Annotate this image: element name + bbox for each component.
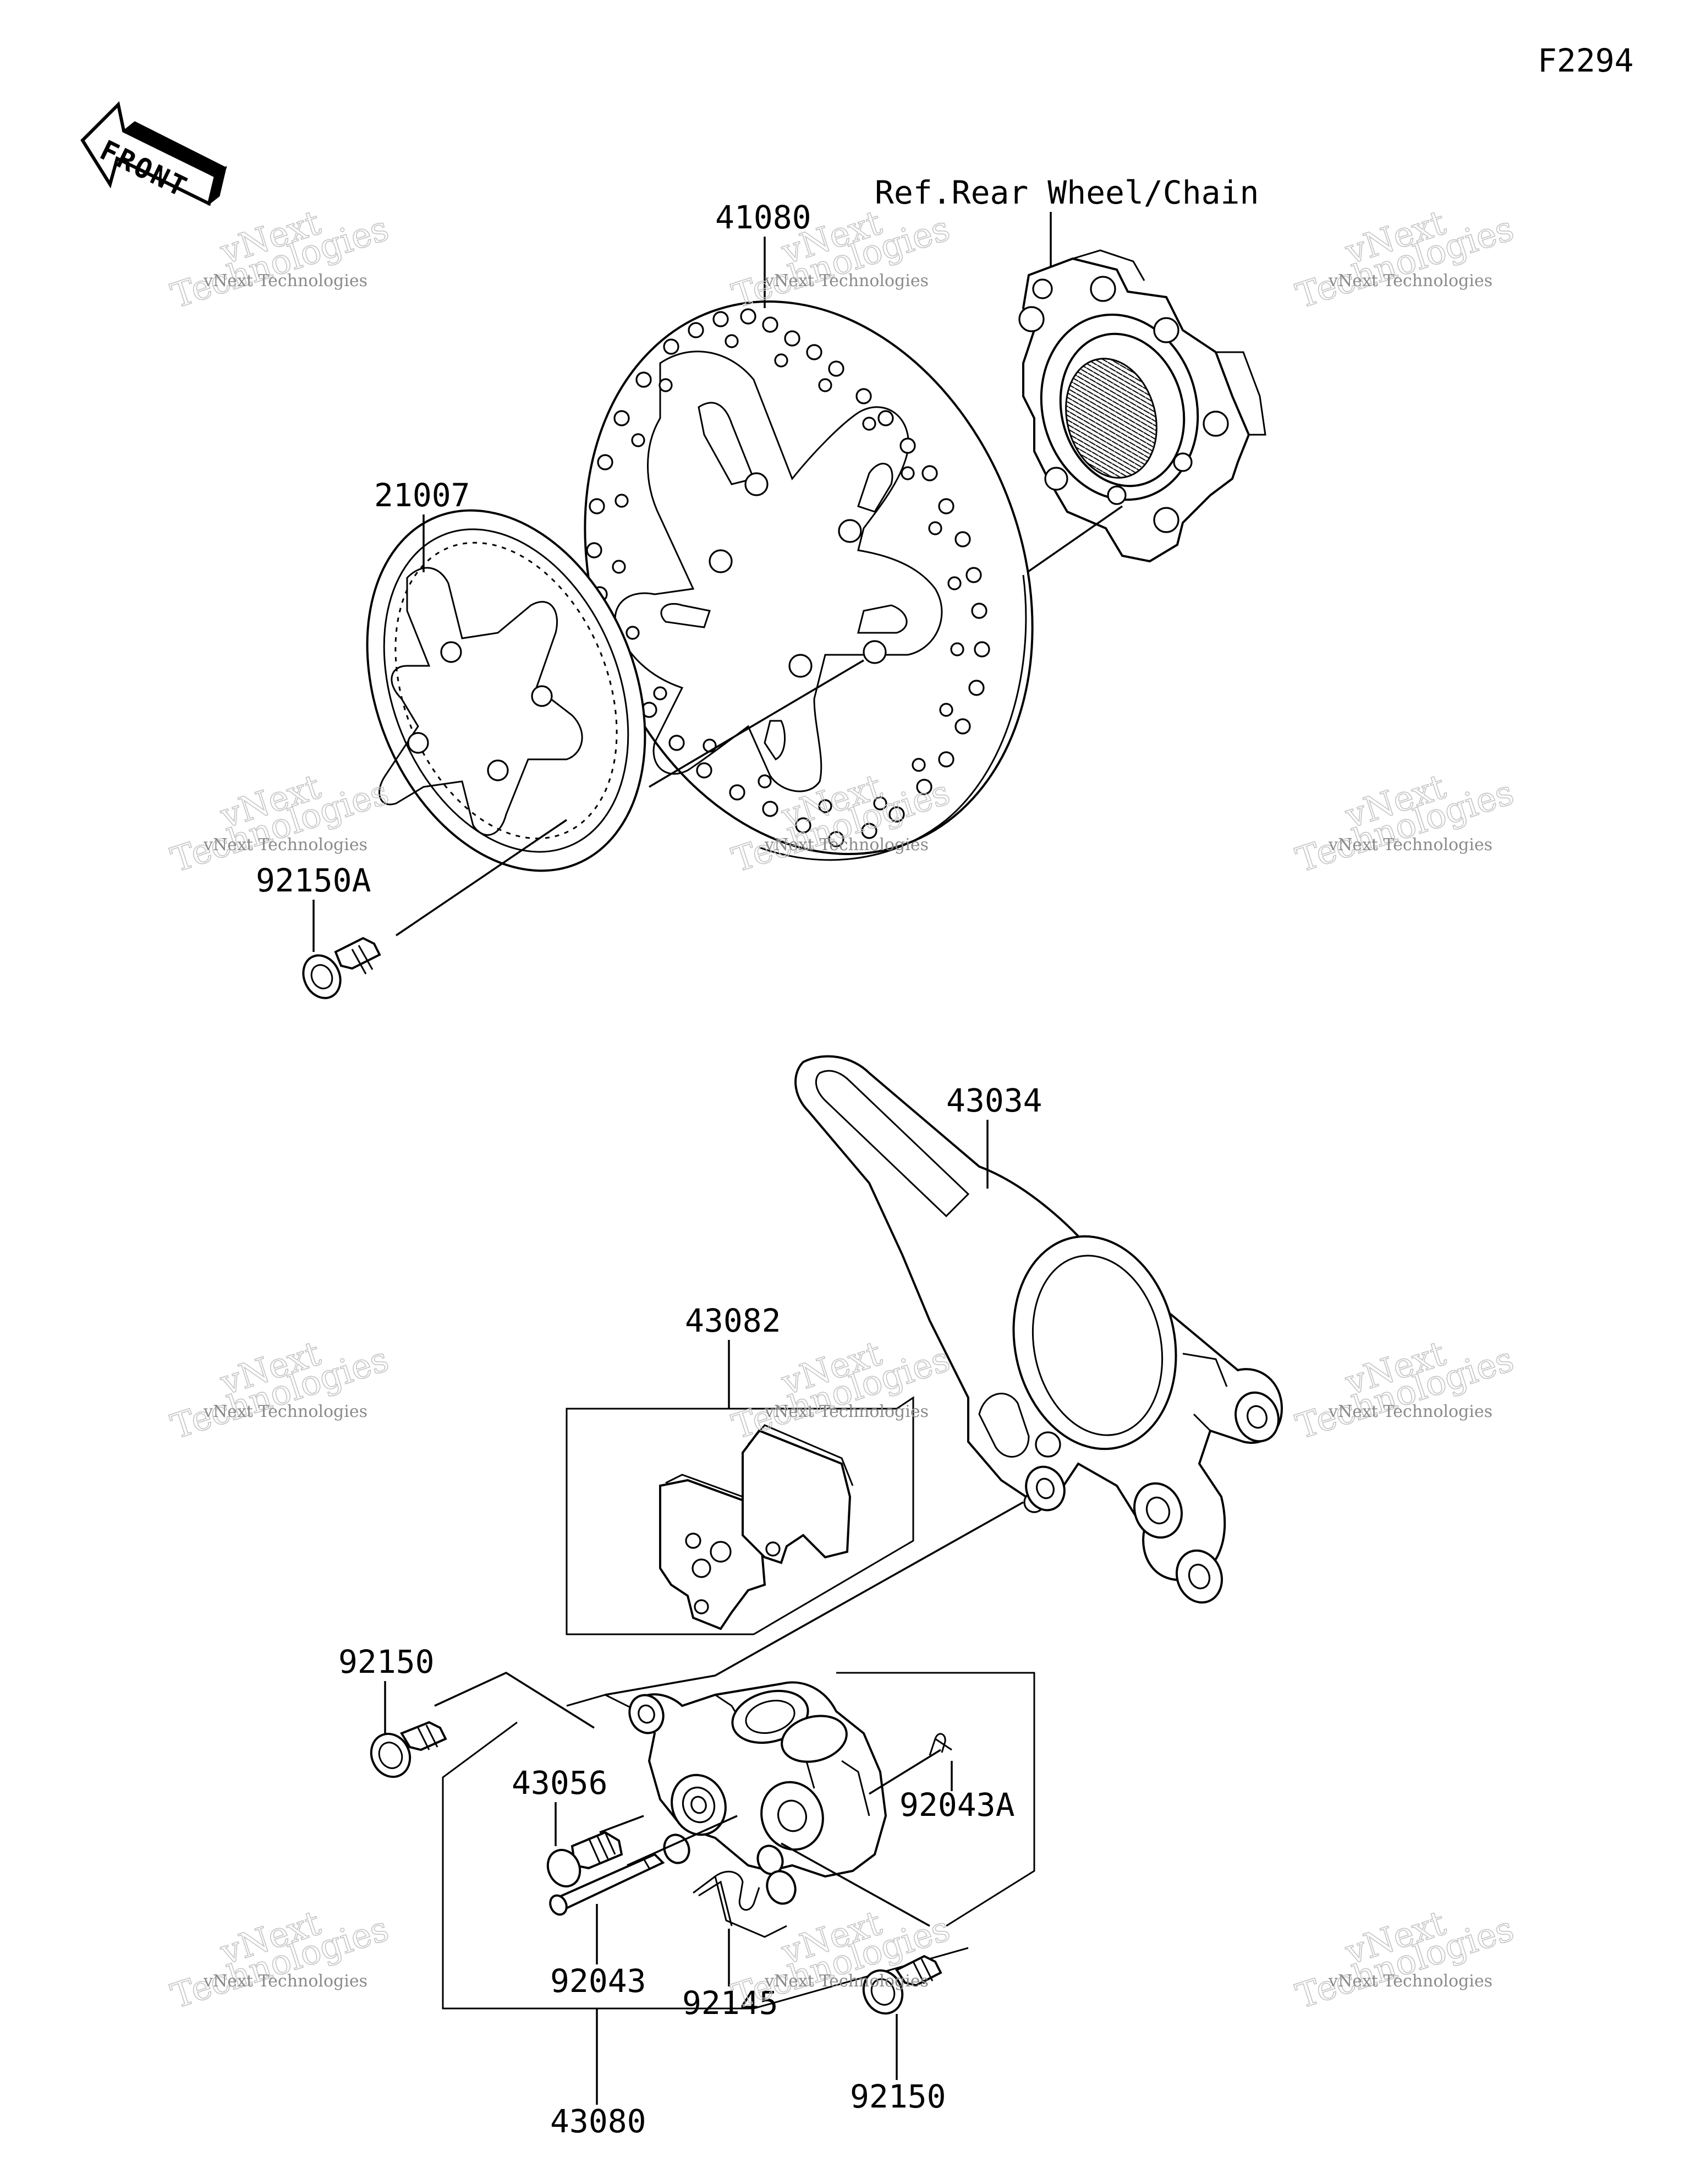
sprocket-hub — [1018, 249, 1266, 563]
svg-text:vNext Technologies: vNext Technologies — [764, 271, 929, 291]
svg-text:vNext Technologies: vNext Technologies — [764, 835, 929, 855]
leader-92150-lower — [781, 1842, 930, 1927]
watermark: vNext Technologies vNext Technologies — [1291, 1902, 1518, 2017]
svg-text:vNext Technologies: vNext Technologies — [203, 271, 367, 291]
brake-disc — [584, 300, 1034, 861]
pad-set-frame — [566, 1396, 914, 1635]
svg-text:vNext Technologies: vNext Technologies — [1328, 271, 1493, 291]
watermark: vNext Technologies vNext Technologies — [166, 202, 393, 316]
figure-code: F2294 — [1538, 42, 1634, 79]
bracket-caliper-leader — [715, 1501, 1024, 1677]
leader-bolt-92150-upper — [434, 1672, 595, 1729]
label-92043: 92043 — [550, 1962, 646, 2000]
disc-rotor-leader — [649, 659, 864, 788]
svg-text:vNext Technologies: vNext Technologies — [764, 1402, 929, 1421]
sensor-rotor — [366, 509, 646, 872]
label-92150-upper: 92150 — [338, 1643, 435, 1681]
bolt-92150-upper — [370, 1721, 447, 1778]
reference-note: Ref.Rear Wheel/Chain — [875, 174, 1259, 211]
bolt-92150-lower — [862, 1955, 942, 2015]
watermark: vNext Technologies vNext Technologies — [1291, 766, 1518, 880]
svg-text:vNext Technologies: vNext Technologies — [203, 1402, 367, 1421]
clip-92043a — [929, 1733, 952, 1756]
leader-43056 — [599, 1815, 644, 1833]
pad-spring-92145 — [693, 1870, 787, 1938]
bolt-92150a — [302, 937, 381, 999]
brake-pad-front — [659, 1474, 766, 1630]
svg-text:vNext Technologies: vNext Technologies — [1328, 1402, 1493, 1421]
caliper-frame-top — [566, 1694, 639, 1712]
rotor-bolt-leader — [396, 819, 567, 937]
label-43034: 43034 — [946, 1082, 1042, 1119]
label-43080: 43080 — [550, 2103, 646, 2140]
bleed-valve-43056 — [546, 1831, 623, 1888]
svg-text:vNext Technologies: vNext Technologies — [764, 1972, 929, 1991]
label-92043a: 92043A — [899, 1786, 1015, 1824]
svg-text:vNext Technologies: vNext Technologies — [1328, 835, 1493, 855]
label-21007: 21007 — [374, 477, 470, 514]
watermark: vNext Technologies vNext Technologies — [727, 1333, 954, 1447]
label-41080: 41080 — [715, 199, 811, 236]
caliper-bracket — [794, 1055, 1283, 1604]
watermark: vNext Technologies vNext Technologies — [166, 1902, 393, 2017]
caliper-frame-upper — [836, 1672, 1035, 1927]
label-92145: 92145 — [682, 1984, 778, 2022]
pad-pin-92043 — [549, 1853, 665, 1916]
caliper-frame-lower — [442, 1721, 969, 2010]
front-arrow-icon: FRONT — [80, 101, 227, 206]
watermark: vNext Technologies vNext Technologies — [166, 1333, 393, 1447]
svg-text:vNext Technologies: vNext Technologies — [203, 1972, 367, 1991]
label-43082: 43082 — [685, 1302, 781, 1339]
svg-text:vNext Technologies: vNext Technologies — [1328, 1972, 1493, 1991]
caliper-top-leader — [605, 1674, 716, 1696]
label-43056: 43056 — [512, 1764, 608, 1802]
label-92150-lower: 92150 — [850, 2078, 946, 2115]
disc-cooling-holes — [586, 308, 990, 847]
svg-text:vNext Technologies: vNext Technologies — [203, 835, 367, 855]
label-92150a: 92150A — [256, 862, 371, 899]
hub-disc-leader — [1023, 505, 1123, 576]
brake-pad-rear — [742, 1424, 854, 1564]
brake-pad-set — [566, 1396, 914, 1635]
leader-92043a — [869, 1749, 941, 1795]
watermark: vNext Technologies vNext Technologies — [1291, 202, 1518, 316]
brake-caliper — [628, 1681, 887, 1905]
leader-92043 — [627, 1815, 738, 1866]
watermark: vNext Technologies vNext Technologies — [1291, 1333, 1518, 1447]
